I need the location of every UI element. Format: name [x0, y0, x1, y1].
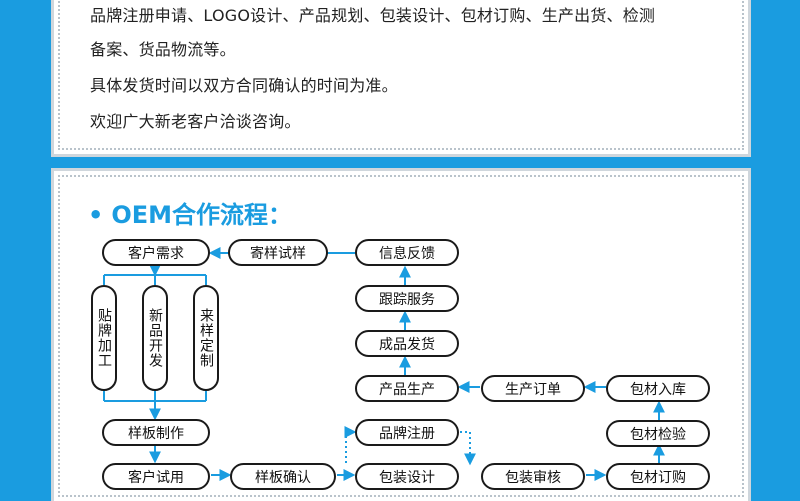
intro-line-4: 欢迎广大新老客户洽谈咨询。: [90, 112, 301, 131]
node-material-inspection: 包材检验: [606, 420, 710, 447]
dotted-brand-left: [344, 426, 357, 463]
dotted-brand-right: [460, 431, 476, 466]
node-material-order: 包材订购: [606, 463, 710, 490]
node-brand-registration: 品牌注册: [355, 419, 459, 446]
node-custom-sample: 来样定制: [193, 285, 219, 391]
intro-panel: 品牌注册申请、LOGO设计、产品规划、包装设计、包材订购、生产出货、检测 备案、…: [51, 0, 751, 157]
node-new-product: 新品开发: [142, 285, 168, 391]
node-customer-demand: 客户需求: [102, 239, 210, 266]
intro-dotted-frame: [58, 0, 744, 150]
node-sample-making: 样板制作: [102, 419, 210, 446]
node-material-storage: 包材入库: [606, 375, 710, 402]
node-customer-trial: 客户试用: [102, 463, 210, 490]
node-finished-shipping: 成品发货: [355, 330, 459, 357]
oem-process-panel: •OEM合作流程：: [51, 168, 751, 501]
flow-connectors: [103, 247, 665, 481]
intro-line-2: 备案、货品物流等。: [90, 40, 236, 59]
intro-line-1: 品牌注册申请、LOGO设计、产品规划、包装设计、包材订购、生产出货、检测: [90, 6, 656, 25]
node-package-design: 包装设计: [355, 463, 459, 490]
node-production: 产品生产: [355, 375, 459, 402]
title-text: OEM合作流程：: [111, 201, 293, 229]
node-tracking-service: 跟踪服务: [355, 285, 459, 312]
intro-line-3: 具体发货时间以双方合同确认的时间为准。: [90, 76, 398, 95]
node-sample-confirm: 样板确认: [230, 463, 336, 490]
node-production-order: 生产订单: [481, 375, 585, 402]
node-package-review: 包装审核: [481, 463, 585, 490]
node-info-feedback: 信息反馈: [355, 239, 459, 266]
node-label-processing: 贴牌加工: [91, 285, 117, 391]
title-bullet: •: [88, 201, 104, 229]
node-send-sample: 寄样试样: [228, 239, 328, 266]
section-title: •OEM合作流程：: [88, 195, 292, 230]
